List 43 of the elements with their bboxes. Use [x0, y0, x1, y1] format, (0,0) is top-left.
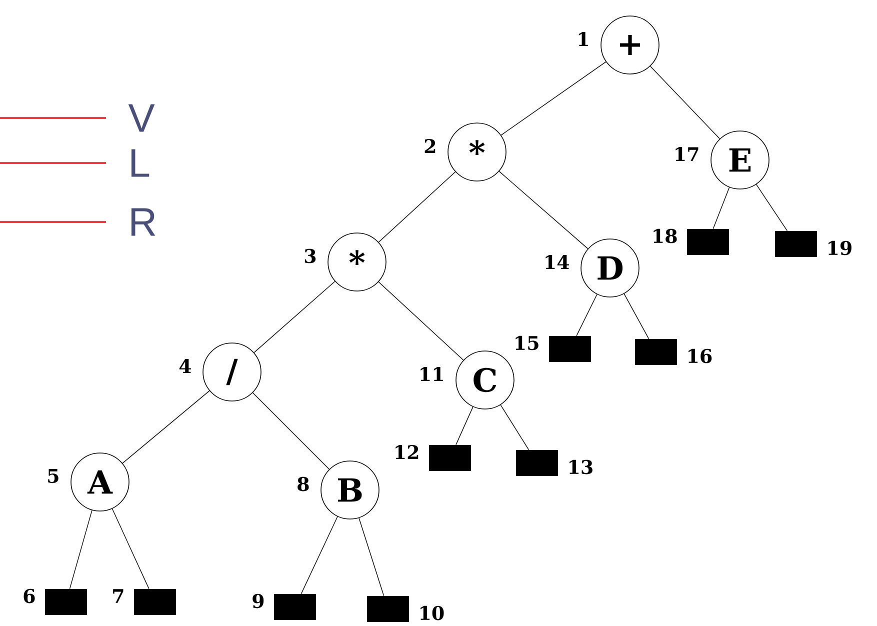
node-number: 15 [516, 336, 538, 350]
node-number: 10 [420, 606, 444, 620]
tree-edge [69, 510, 92, 590]
tree-edge [500, 62, 606, 136]
node-number: 19 [828, 240, 852, 256]
tree-edge [456, 406, 474, 446]
tree-edge [378, 282, 464, 360]
node-number: 9 [252, 594, 264, 608]
line [0, 117, 106, 119]
line [0, 221, 106, 223]
tree-edge [252, 392, 330, 470]
tree-edge [650, 66, 720, 140]
node-number: 18 [654, 228, 677, 244]
tree-edge [112, 508, 150, 590]
line [0, 162, 106, 164]
node-number: 6 [24, 588, 35, 604]
node-number: 12 [396, 444, 418, 460]
tree-edge [712, 187, 730, 230]
tree-edge [576, 294, 598, 336]
tree-edge [624, 293, 650, 340]
node-number: 17 [676, 146, 698, 162]
node-number: 2 [424, 138, 436, 154]
side-letter: L [131, 149, 150, 177]
tree-edge [358, 518, 384, 596]
tree-edge [500, 404, 530, 450]
tree-edge [254, 281, 336, 353]
tree-edge [122, 390, 210, 464]
node-number: 8 [298, 476, 309, 492]
tree-edge [498, 170, 588, 250]
node-number: 5 [48, 468, 58, 484]
node-number: 1 [578, 32, 588, 46]
tree-edge [378, 172, 456, 242]
node-number: 4 [179, 358, 192, 374]
node-number: 14 [546, 254, 570, 270]
tree-edge [300, 516, 338, 594]
node-number: 13 [570, 460, 592, 474]
tree-edge [756, 184, 788, 232]
side-letter: V [128, 104, 155, 132]
side-letter: R [131, 208, 156, 236]
node-number: 3 [304, 248, 316, 264]
node-number: 7 [113, 589, 124, 603]
node-number: 11 [420, 366, 443, 382]
node-number: 16 [688, 348, 712, 364]
